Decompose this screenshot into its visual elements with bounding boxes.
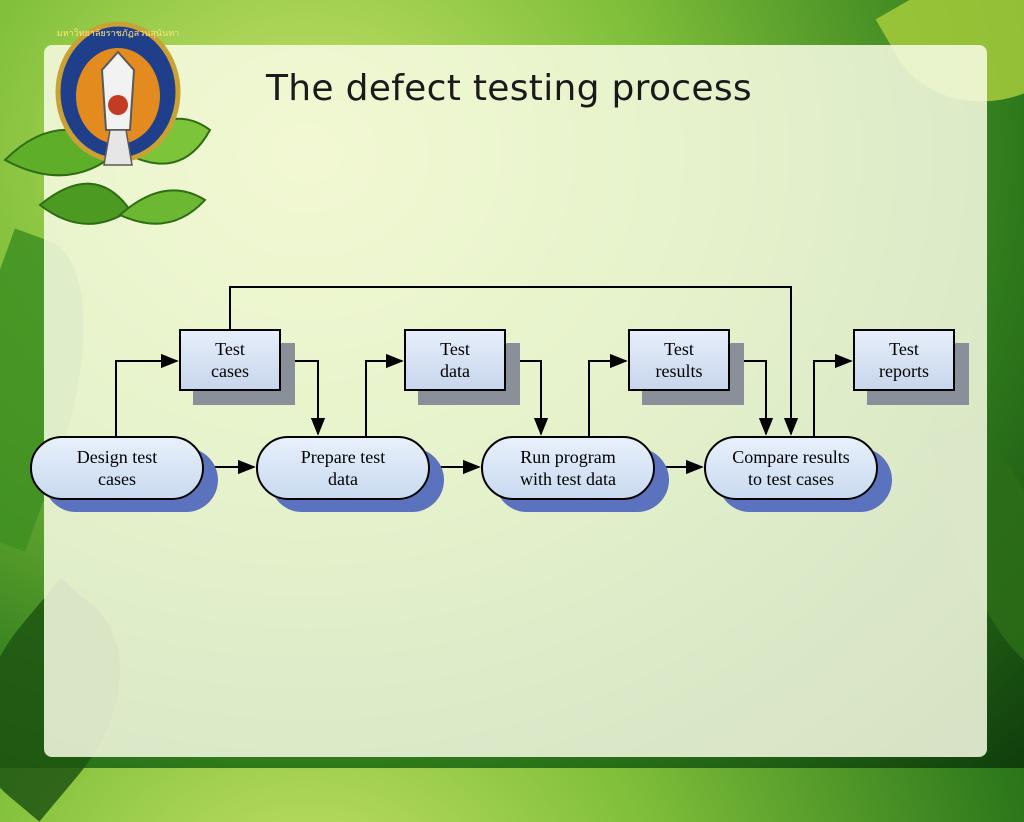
- artifact-label: Test cases: [211, 338, 249, 382]
- process-label: Design test cases: [76, 446, 158, 490]
- artifact-test-cases: Test cases: [179, 329, 281, 391]
- artifact-label: Test data: [440, 338, 470, 382]
- testdata-to-run-arrow: [506, 360, 549, 436]
- testresults-to-compare-arrow: [730, 360, 774, 436]
- artifact-test-data: Test data: [404, 329, 506, 391]
- artifact-label: Test results: [655, 338, 703, 382]
- content-panel: [44, 45, 987, 757]
- compare-to-testreports-arrow: [813, 353, 853, 436]
- process-run-program: Run program with test data: [481, 436, 655, 500]
- artifact-test-reports: Test reports: [853, 329, 955, 391]
- artifact-label: Test reports: [879, 338, 929, 382]
- process-design-test-cases: Design test cases: [30, 436, 204, 500]
- process-label: Prepare test data: [300, 446, 386, 490]
- artifact-test-results: Test results: [628, 329, 730, 391]
- testcases-to-prepare-arrow: [281, 360, 326, 436]
- emblem-ring-text: มหาวิทยาลัยราชภัฏสวนสุนันทา: [57, 28, 179, 39]
- process-label: Run program with test data: [520, 446, 616, 490]
- run-to-testresults-arrow: [588, 353, 628, 436]
- diagram-edges: [115, 286, 853, 475]
- process-label: Compare results to test cases: [732, 446, 850, 490]
- design-to-testcases-arrow: [115, 353, 179, 436]
- slide-title: The defect testing process: [266, 68, 752, 109]
- testcases-to-compare-arrow: [229, 286, 799, 436]
- process-prepare-test-data: Prepare test data: [256, 436, 430, 500]
- prepare-to-testdata-arrow: [365, 353, 404, 436]
- university-logo: มหาวิทยาลัยราชภัฏสวนสุนันทา: [3, 21, 212, 225]
- process-compare-results: Compare results to test cases: [704, 436, 878, 500]
